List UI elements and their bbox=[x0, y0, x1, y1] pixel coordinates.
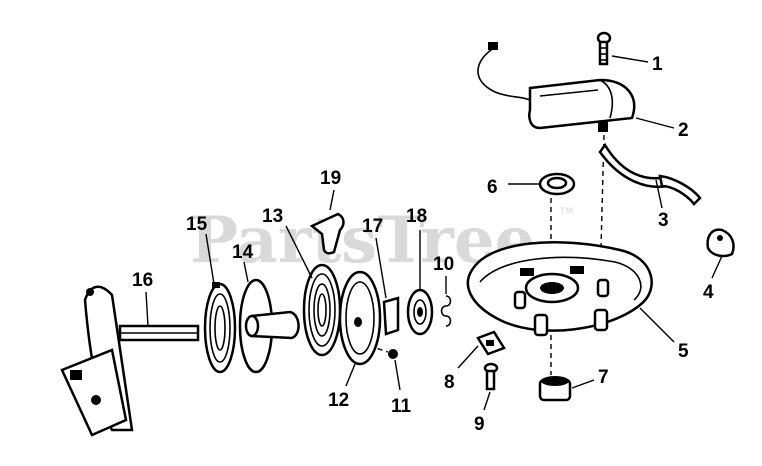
callout-14: 14 bbox=[232, 242, 254, 263]
callout-9: 9 bbox=[474, 414, 485, 435]
callout-15: 15 bbox=[186, 214, 208, 235]
part-ratchet bbox=[406, 288, 434, 336]
callout-16: 16 bbox=[132, 270, 153, 291]
callout-labels: 1 2 3 4 5 6 7 8 9 10 11 12 13 14 15 16 1… bbox=[132, 54, 714, 435]
part-reel bbox=[238, 278, 300, 374]
part-bushing bbox=[538, 376, 572, 402]
leader-lines bbox=[145, 55, 723, 411]
part-knob bbox=[706, 228, 735, 258]
part-starter-bracket bbox=[60, 285, 200, 437]
callout-12: 12 bbox=[328, 390, 349, 411]
part-handle bbox=[309, 212, 345, 255]
callout-11: 11 bbox=[391, 396, 412, 417]
callout-19: 19 bbox=[320, 168, 341, 189]
part-spring bbox=[203, 282, 237, 374]
callout-6: 6 bbox=[487, 177, 498, 198]
callout-4: 4 bbox=[703, 282, 714, 303]
watermark-trademark: TM bbox=[559, 207, 573, 217]
part-recoil-spring bbox=[302, 263, 342, 357]
callout-8: 8 bbox=[444, 372, 455, 393]
callout-13: 13 bbox=[262, 206, 283, 227]
assembly-line-ignition bbox=[599, 134, 605, 286]
callout-5: 5 bbox=[678, 341, 689, 362]
callout-7: 7 bbox=[598, 367, 609, 388]
part-clip bbox=[476, 330, 506, 356]
callout-3: 3 bbox=[658, 210, 669, 231]
part-pulley-disc bbox=[338, 270, 382, 366]
callout-1: 1 bbox=[652, 54, 663, 75]
part-small-screw bbox=[388, 349, 398, 359]
part-seal bbox=[538, 172, 576, 196]
callout-18: 18 bbox=[406, 206, 427, 227]
part-screw-bottom bbox=[483, 362, 499, 391]
part-ignition-module bbox=[477, 42, 636, 132]
part-housing-plate bbox=[466, 241, 653, 337]
part-fuel-line bbox=[598, 142, 702, 206]
part-spring-clip bbox=[440, 295, 452, 327]
callout-17: 17 bbox=[362, 216, 383, 237]
part-pawl bbox=[382, 296, 400, 336]
part-screw-top bbox=[596, 31, 612, 66]
callout-10: 10 bbox=[433, 254, 454, 275]
callout-2: 2 bbox=[678, 120, 689, 141]
